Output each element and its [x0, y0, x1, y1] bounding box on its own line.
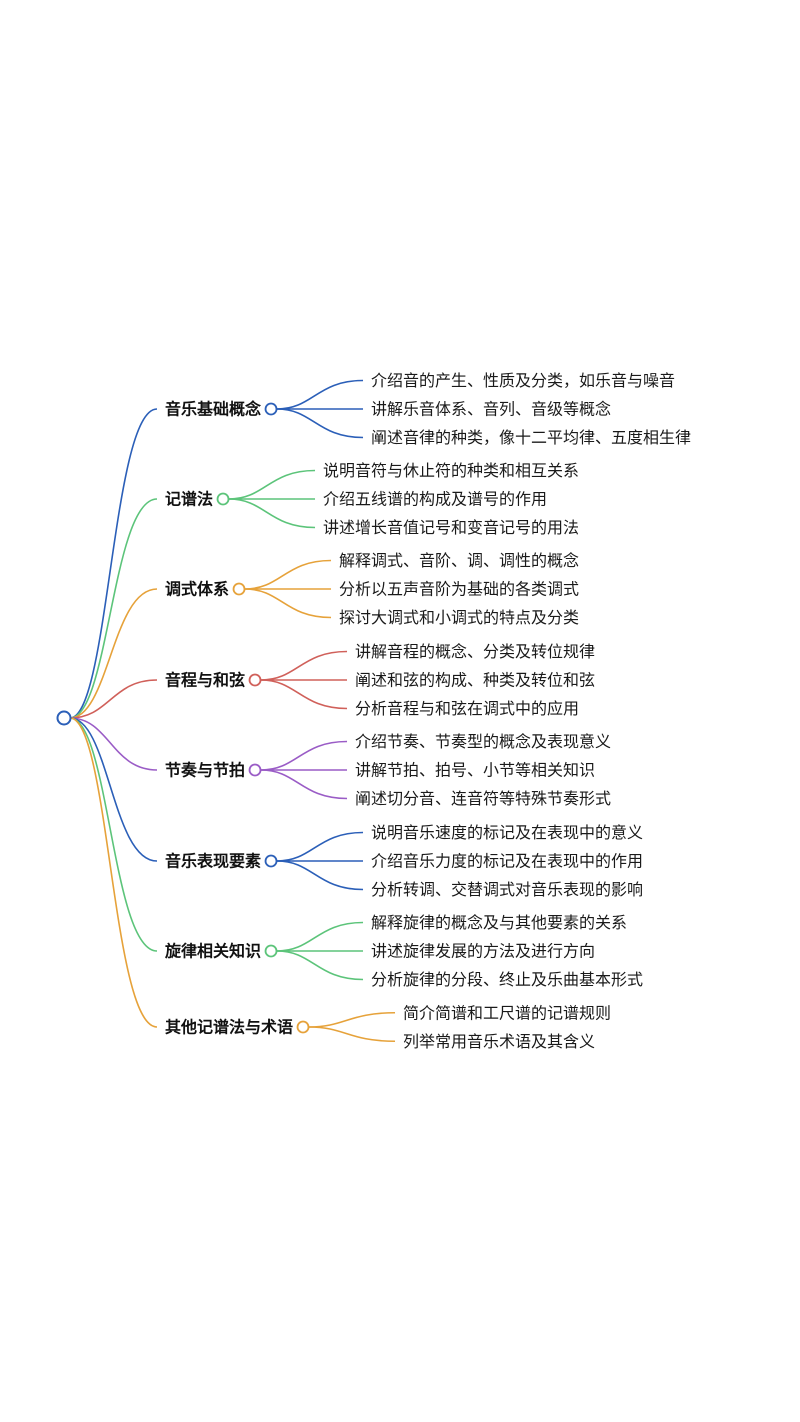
- branch-label: 旋律相关知识: [164, 942, 261, 961]
- branch-node-circle: [296, 1020, 310, 1034]
- leaf-label: 分析旋律的分段、终止及乐曲基本形式: [371, 970, 643, 989]
- leaf-label: 阐述音律的种类，像十二平均律、五度相生律: [371, 428, 691, 447]
- leaf-label: 阐述和弦的构成、种类及转位和弦: [355, 671, 595, 690]
- root-branch-connector: [69, 498, 158, 719]
- branch-label: 音乐表现要素: [165, 852, 261, 871]
- leaf-connector: [245, 559, 332, 590]
- leaf-connector: [309, 1011, 396, 1028]
- branch-label: 记谱法: [165, 490, 213, 509]
- leaf-connector: [261, 769, 348, 800]
- branch-label: 节奏与节拍: [165, 761, 245, 780]
- leaf-label: 分析转调、交替调式对音乐表现的影响: [371, 880, 643, 899]
- leaf-connector: [277, 921, 364, 952]
- leaf-label: 列举常用音乐术语及其含义: [403, 1032, 595, 1051]
- leaf-label: 说明音符与休止符的种类和相互关系: [323, 461, 579, 480]
- leaf-label: 介绍音的产生、性质及分类，如乐音与噪音: [371, 371, 675, 390]
- leaf-connector: [261, 650, 348, 681]
- branch-label: 音程与和弦: [165, 671, 245, 690]
- leaf-label: 解释调式、音阶、调、调性的概念: [339, 551, 579, 570]
- leaf-connector: [309, 1026, 396, 1043]
- leaf-connector: [277, 860, 364, 891]
- leaf-connector: [277, 950, 364, 981]
- leaf-label: 说明音乐速度的标记及在表现中的意义: [371, 823, 643, 842]
- leaf-connector: [277, 408, 364, 439]
- branch-node-circle: [264, 944, 278, 958]
- leaf-label: 讲述旋律发展的方法及进行方向: [371, 942, 595, 961]
- leaf-label: 讲解乐音体系、音列、音级等概念: [371, 400, 611, 419]
- leaf-label: 分析以五声音阶为基础的各类调式: [339, 580, 579, 599]
- root-branch-connector: [69, 717, 158, 771]
- mindmap-nodes: 音乐基础概念 介绍音的产生、性质及分类，如乐音与噪音讲解乐音体系、音列、音级等概念…: [56, 371, 691, 1051]
- root-branch-connector: [69, 679, 158, 719]
- leaf-label: 讲解音程的概念、分类及转位规律: [355, 642, 595, 661]
- leaf-connector: [261, 679, 348, 710]
- branch-label: 音乐基础概念: [165, 400, 262, 419]
- leaf-connector: [229, 469, 316, 500]
- leaf-connector: [277, 831, 364, 862]
- root-node-circle: [56, 710, 72, 726]
- root-branch-connector: [69, 717, 158, 1028]
- branch-label: 调式体系: [165, 580, 229, 599]
- root-branch-connector: [69, 408, 158, 719]
- root-connector-lines: [69, 408, 158, 1028]
- leaf-label: 探讨大调式和小调式的特点及分类: [339, 608, 579, 627]
- leaf-connector: [261, 740, 348, 771]
- branch-node-circle: [264, 402, 278, 416]
- branch-node-circle: [232, 582, 246, 596]
- leaf-label: 介绍五线谱的构成及谱号的作用: [323, 490, 547, 509]
- leaf-label: 分析音程与和弦在调式中的应用: [355, 699, 579, 718]
- leaf-connector: [277, 379, 364, 410]
- leaf-connector: [245, 588, 332, 619]
- leaf-label: 讲述增长音值记号和变音记号的用法: [323, 518, 579, 537]
- leaf-label: 介绍节奏、节奏型的概念及表现意义: [355, 732, 611, 751]
- leaf-label: 讲解节拍、拍号、小节等相关知识: [355, 761, 595, 780]
- branch-node-circle: [248, 673, 262, 687]
- root-branch-connector: [69, 717, 158, 862]
- leaf-label: 简介简谱和工尺谱的记谱规则: [403, 1003, 611, 1022]
- leaf-label: 介绍音乐力度的标记及在表现中的作用: [371, 852, 643, 871]
- root-branch-connector: [69, 588, 158, 719]
- leaf-label: 解释旋律的概念及与其他要素的关系: [371, 913, 627, 932]
- root-branch-connector: [69, 717, 158, 952]
- leaf-connector: [229, 498, 316, 529]
- branch-label: 其他记谱法与术语: [165, 1018, 293, 1037]
- branch-node-circle: [264, 854, 278, 868]
- leaf-label: 阐述切分音、连音符等特殊节奏形式: [355, 789, 611, 808]
- branch-node-circle: [216, 492, 230, 506]
- branch-node-circle: [248, 763, 262, 777]
- leaf-connector-lines: [229, 379, 396, 1043]
